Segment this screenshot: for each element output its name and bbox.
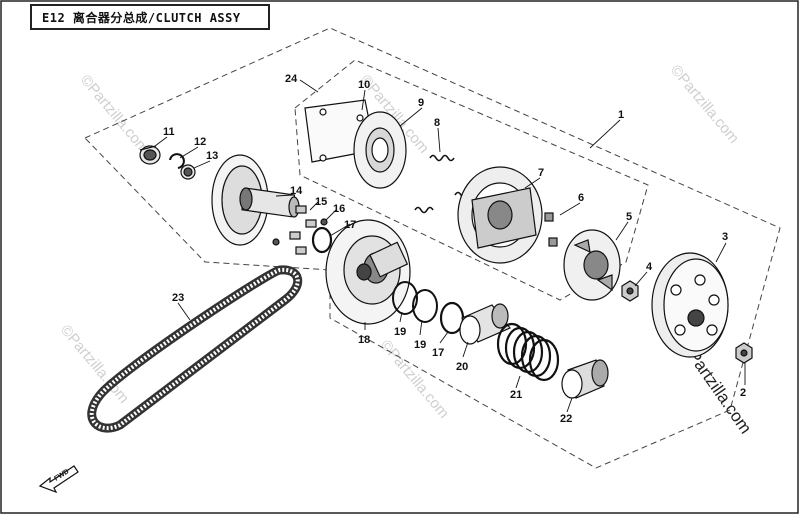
part-21-spring — [496, 322, 560, 382]
part-20-sleeve — [459, 303, 511, 345]
part-9-disc — [353, 111, 407, 189]
callout-16: 16 — [333, 203, 345, 215]
callout-10: 10 — [358, 79, 370, 91]
leader-lines — [154, 79, 746, 413]
part-5-drive-plate — [563, 229, 621, 301]
part-12-circlip — [169, 153, 185, 169]
title-box: E12 离合器分总成/CLUTCH ASSY — [30, 4, 270, 30]
part-23-drive-belt — [87, 265, 302, 433]
callout-3: 3 — [722, 231, 728, 243]
part-11-bearing — [139, 145, 161, 165]
callout-22: 22 — [560, 413, 572, 425]
callout-15: 15 — [315, 196, 327, 208]
watermark-1: ©Partzilla.com — [77, 72, 152, 157]
part-18-movable-sheave — [325, 219, 411, 325]
callout-12: 12 — [194, 136, 206, 148]
callout-23: 23 — [172, 292, 184, 304]
callout-19a: 19 — [394, 326, 406, 338]
part-6-bolts — [544, 212, 558, 247]
callout-labels: 1 2 3 4 5 6 7 8 9 10 11 12 13 14 15 16 1… — [163, 73, 746, 425]
assembly-outlines — [84, 27, 781, 469]
callout-6: 6 — [578, 192, 584, 204]
part-3-clutch-housing — [651, 252, 729, 358]
callout-2: 2 — [740, 387, 746, 399]
callout-7: 7 — [538, 167, 544, 179]
part-13-bearing — [180, 164, 196, 180]
callout-13: 13 — [206, 150, 218, 162]
part-4-nut — [621, 280, 639, 302]
diagram-title: E12 离合器分总成/CLUTCH ASSY — [42, 10, 241, 25]
callout-20: 20 — [456, 361, 468, 373]
outline-assembly-24 — [294, 59, 649, 301]
callout-17a: 17 — [344, 219, 356, 231]
part-19-rings — [392, 281, 438, 323]
part-2-nut — [735, 342, 753, 364]
callout-4: 4 — [646, 261, 653, 273]
callout-14: 14 — [290, 185, 303, 197]
watermark-3: ©Partzilla.com — [667, 62, 742, 147]
callout-8: 8 — [434, 117, 440, 129]
outline-assembly-1 — [84, 27, 781, 469]
part-7-clutch-shoe — [457, 166, 543, 264]
callout-18: 18 — [358, 334, 370, 346]
watermark-4: ©Partzilla.com — [57, 322, 132, 407]
callout-9: 9 — [418, 97, 424, 109]
callout-19b: 19 — [414, 339, 426, 351]
callout-24: 24 — [285, 73, 298, 85]
fwd-arrow: FWD — [38, 465, 79, 494]
callout-11: 11 — [163, 126, 175, 138]
part-14-fixed-sheave — [211, 154, 300, 246]
callout-5: 5 — [626, 211, 632, 223]
callout-17b: 17 — [432, 347, 444, 359]
part-15-16-rollers — [272, 205, 328, 255]
part-17-oring — [311, 226, 333, 254]
callout-21: 21 — [510, 389, 522, 401]
callout-1: 1 — [618, 109, 624, 121]
part-22-spring-seat — [561, 359, 609, 399]
